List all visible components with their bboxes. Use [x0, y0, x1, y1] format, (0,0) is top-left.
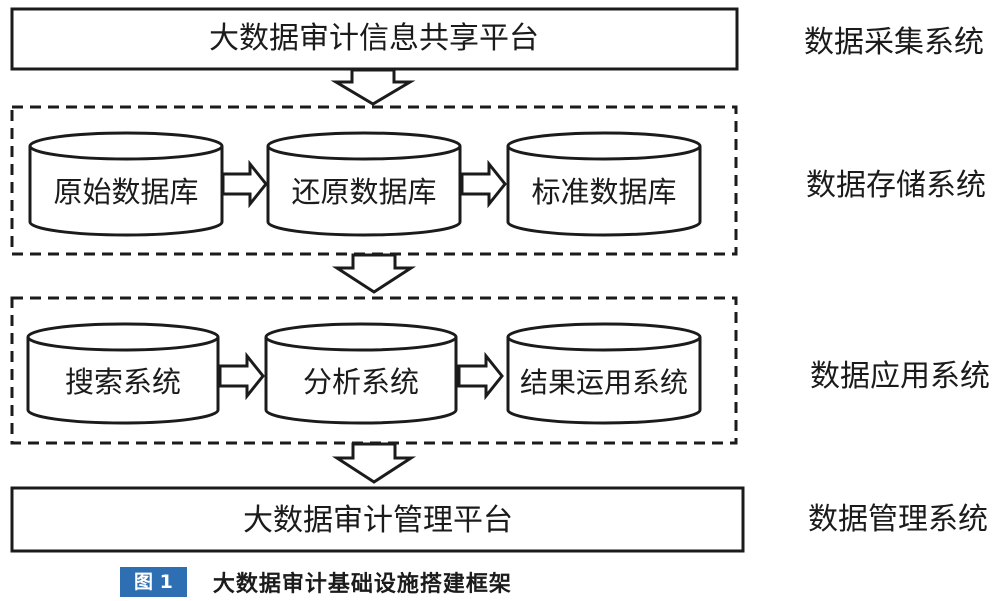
cylinder-analysis-system: 分析系统: [264, 322, 458, 425]
figure-number-badge: 图 1: [120, 567, 187, 597]
top-platform-label: 大数据审计信息共享平台: [209, 21, 539, 56]
right-arrow-storage-1: [221, 159, 268, 209]
cylinder-raw-db: 原始数据库: [28, 131, 224, 237]
layer-label-application: 数据应用系统: [810, 359, 990, 394]
cylinder-result-application-system: 结果运用系统: [506, 322, 702, 425]
application-node-label-3: 结果运用系统: [520, 366, 688, 399]
application-node-label-1: 搜索系统: [65, 365, 181, 399]
cylinder-search-system: 搜索系统: [26, 322, 220, 425]
storage-node-label-2: 还原数据库: [291, 175, 436, 209]
down-arrow-3: [331, 442, 417, 484]
bottom-platform-label: 大数据审计管理平台: [243, 503, 513, 538]
down-arrow-1: [330, 68, 416, 106]
right-arrow-application-1: [218, 351, 265, 401]
cylinder-restored-db: 还原数据库: [266, 131, 462, 237]
right-arrow-storage-2: [460, 159, 507, 209]
bottom-platform-box: 大数据审计管理平台: [10, 486, 745, 553]
storage-node-label-1: 原始数据库: [53, 175, 198, 209]
top-platform-box: 大数据审计信息共享平台: [10, 7, 739, 71]
layer-label-collection: 数据采集系统: [804, 25, 984, 60]
cylinder-standard-db: 标准数据库: [506, 131, 702, 237]
figure-caption: 图 1 大数据审计基础设施搭建框架: [120, 566, 512, 598]
application-node-label-2: 分析系统: [303, 365, 419, 399]
layer-label-management: 数据管理系统: [808, 502, 988, 537]
right-arrow-application-2: [457, 351, 504, 401]
storage-node-label-3: 标准数据库: [531, 175, 676, 209]
layer-label-storage: 数据存储系统: [806, 168, 986, 203]
down-arrow-2: [331, 253, 417, 294]
figure-caption-title: 大数据审计基础设施搭建框架: [212, 572, 512, 597]
